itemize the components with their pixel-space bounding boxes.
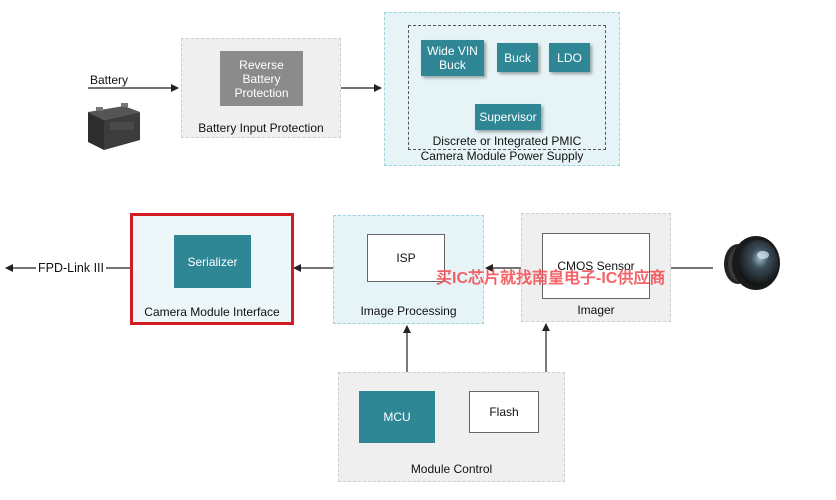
serializer-block: Serializer (174, 235, 251, 288)
pmic-group: Wide VIN Buck Buck LDO Supervisor Discre… (408, 25, 606, 150)
reverse-battery-protection-block: Reverse Battery Protection (220, 51, 303, 106)
imager-title: Imager (577, 303, 615, 317)
image-processing-group: ISP Image Processing (333, 215, 484, 324)
wide-vin-buck-block: Wide VIN Buck (421, 40, 484, 76)
isp-block: ISP (367, 234, 445, 282)
cmos-sensor-label: CMOS Sensor (557, 259, 635, 273)
flash-block: Flash (469, 391, 539, 433)
pmic-title: Discrete or Integrated PMIC (432, 134, 582, 148)
mcu-block: MCU (359, 391, 435, 443)
supervisor-block: Supervisor (475, 104, 541, 130)
battery-input-protection-group: Reverse Battery Protection Battery Input… (181, 38, 341, 138)
fpd-link-label: FPD-Link III (36, 261, 106, 275)
module-control-group: MCU Flash Module Control (338, 372, 565, 482)
battery-icon (88, 103, 140, 150)
watermark-text: 买IC芯片就找南皇电子-IC供应商 (436, 270, 666, 287)
ldo-block: LDO (549, 43, 590, 72)
cmos-sensor-block: CMOS Sensor (542, 233, 650, 299)
module-control-title: Module Control (410, 462, 493, 476)
power-supply-title: Camera Module Power Supply (420, 149, 584, 163)
battery-label: Battery (90, 73, 129, 87)
battery-input-protection-title: Battery Input Protection (198, 121, 324, 135)
imager-group: CMOS Sensor Imager (521, 213, 671, 322)
camera-lens-icon (724, 236, 780, 290)
buck-block: Buck (497, 43, 538, 72)
camera-module-interface-title: Camera Module Interface (144, 305, 280, 319)
camera-module-power-supply-group: Wide VIN Buck Buck LDO Supervisor Discre… (384, 12, 620, 166)
image-processing-title: Image Processing (360, 304, 457, 318)
camera-module-interface-group: Serializer Camera Module Interface (130, 213, 294, 325)
